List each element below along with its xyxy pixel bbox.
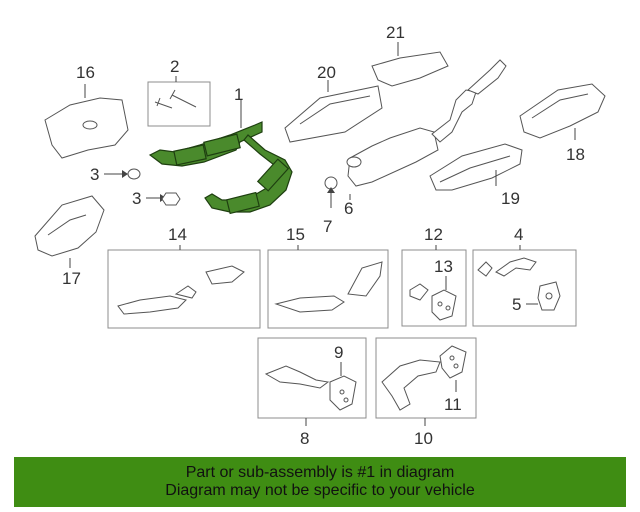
callout-16[interactable]: 16 xyxy=(76,63,95,82)
callout-13[interactable]: 13 xyxy=(434,257,453,276)
callout-20[interactable]: 20 xyxy=(317,63,336,82)
callout-2[interactable]: 2 xyxy=(170,57,179,76)
part-20-heat-shield[interactable] xyxy=(284,80,383,143)
callout-15[interactable]: 15 xyxy=(286,225,305,244)
callout-1[interactable]: 1 xyxy=(234,85,243,104)
part-2-studs[interactable] xyxy=(147,76,211,127)
kit-box-4[interactable] xyxy=(472,245,577,327)
kit-box-15[interactable] xyxy=(267,245,389,329)
part-16-heat-shield[interactable] xyxy=(44,84,129,159)
callout-19[interactable]: 19 xyxy=(501,189,520,208)
callout-9[interactable]: 9 xyxy=(334,343,343,362)
part-18-heat-shield[interactable] xyxy=(519,83,606,140)
callout-12[interactable]: 12 xyxy=(424,225,443,244)
part-3-gasket-a[interactable] xyxy=(104,168,141,180)
callout-21[interactable]: 21 xyxy=(386,23,405,42)
callout-14[interactable]: 14 xyxy=(168,225,187,244)
exhaust-parts-diagram: 16 2 1 3 3 17 20 xyxy=(34,23,606,448)
callout-3b[interactable]: 3 xyxy=(132,189,141,208)
notice-line-2: Diagram may not be specific to your vehi… xyxy=(165,482,475,499)
kit-box-8[interactable] xyxy=(257,337,367,426)
part-21-heat-shield[interactable] xyxy=(371,42,449,87)
diagram-notice-banner: Part or sub-assembly is #1 in diagram Di… xyxy=(14,457,626,507)
callout-3a[interactable]: 3 xyxy=(90,165,99,184)
callout-11[interactable]: 11 xyxy=(444,395,462,414)
part-6-clamp[interactable] xyxy=(324,176,351,200)
kit-box-14[interactable] xyxy=(107,245,261,329)
part-17-heat-shield[interactable] xyxy=(34,195,105,268)
part-7-clamp[interactable] xyxy=(327,187,335,208)
callout-18[interactable]: 18 xyxy=(566,145,585,164)
muffler-assembly[interactable] xyxy=(346,59,507,187)
kit-box-12[interactable] xyxy=(401,245,467,327)
callout-17[interactable]: 17 xyxy=(62,269,81,288)
notice-line-1: Part or sub-assembly is #1 in diagram xyxy=(185,464,455,481)
callout-5[interactable]: 5 xyxy=(512,295,521,314)
callout-8[interactable]: 8 xyxy=(300,429,309,448)
callout-7[interactable]: 7 xyxy=(323,217,332,236)
callout-6[interactable]: 6 xyxy=(344,199,353,218)
callout-10[interactable]: 10 xyxy=(414,429,433,448)
part-1-catalytic-converter[interactable] xyxy=(148,100,293,215)
part-19-heat-shield[interactable] xyxy=(429,143,523,191)
kit-box-10[interactable] xyxy=(375,337,477,426)
part-3-gasket-b[interactable] xyxy=(146,192,181,206)
callout-4[interactable]: 4 xyxy=(514,225,523,244)
